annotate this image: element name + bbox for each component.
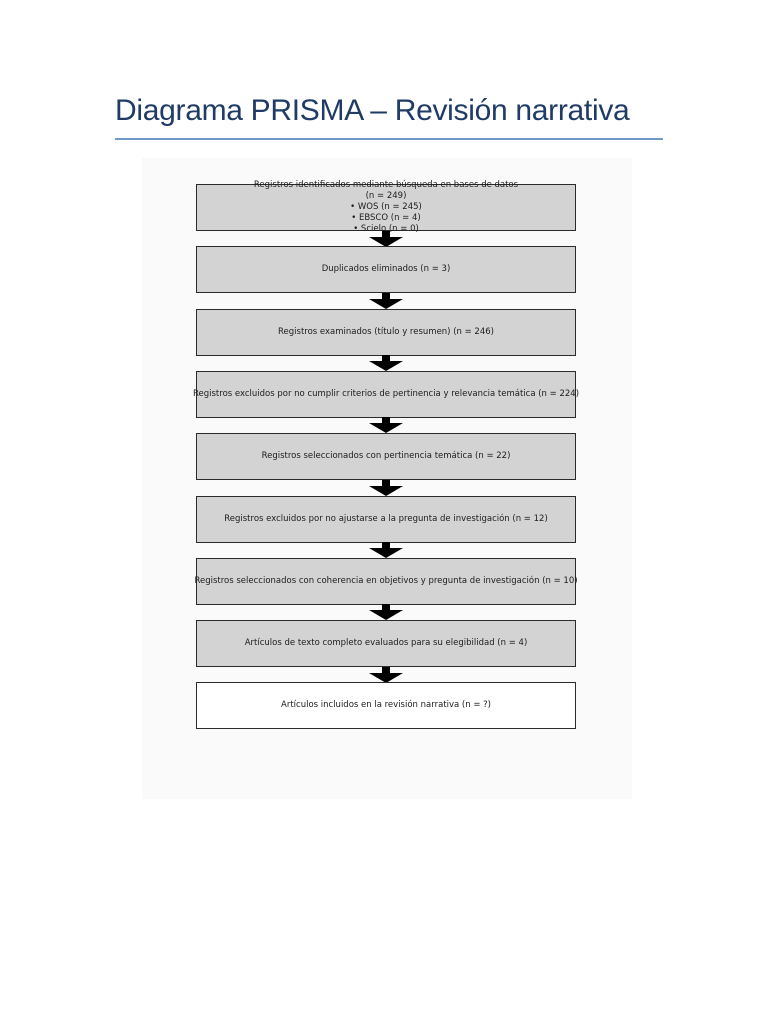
flow-box-text: Registros excluidos por no cumplir crite…: [192, 388, 580, 399]
flow-box-fulltext-assessed: Artículos de texto completo evaluados pa…: [196, 620, 576, 668]
down-arrow-icon: [368, 542, 404, 558]
flow-box-text: (n = 249): [365, 191, 407, 201]
flow-box-records-selected-relevance: Registros seleccionados con pertinencia …: [196, 433, 576, 481]
down-arrow-icon: [368, 666, 404, 683]
down-arrow-icon: [368, 417, 404, 434]
flow-box-articles-included: Artículos incluidos en la revisión narra…: [196, 682, 576, 730]
flow-box-text: Registros seleccionados con pertinencia …: [261, 451, 511, 462]
prisma-flow-diagram: Registros identificados mediante búsqued…: [142, 158, 632, 799]
down-arrow-icon: [368, 604, 404, 621]
down-arrow-icon: [368, 355, 404, 372]
flow-box-records-selected-coherence: Registros seleccionados con coherencia e…: [194, 557, 578, 605]
flow-box-text: Registros examinados (título y resumen) …: [278, 326, 494, 337]
title-underline: [115, 138, 663, 140]
flow-box-records-identified: Registros identificados mediante búsqued…: [196, 180, 576, 234]
down-arrow-icon: [368, 292, 404, 309]
flow-box-records-screened: Registros examinados (título y resumen) …: [196, 308, 576, 356]
flow-box-text: Registros excluidos por no ajustarse a l…: [224, 513, 548, 524]
flow-box-text: Registros seleccionados con coherencia e…: [194, 575, 578, 586]
down-arrow-icon: [368, 479, 404, 496]
flow-box-text: • Scielo (n = 0): [353, 224, 419, 234]
flow-box-records-excluded-relevance: Registros excluidos por no cumplir crite…: [192, 370, 580, 418]
page-title: Diagrama PRISMA – Revisión narrativa: [115, 94, 630, 127]
flow-box-text: • WOS (n = 245): [350, 202, 422, 212]
down-arrow-icon: [368, 230, 404, 247]
flow-box-text: Duplicados eliminados (n = 3): [321, 264, 451, 275]
flow-box-text: • EBSCO (n = 4): [351, 213, 421, 223]
flow-box-text: Registros identificados mediante búsqued…: [253, 180, 519, 190]
flow-box-text: Artículos incluidos en la revisión narra…: [281, 700, 491, 711]
flow-box-records-excluded-question: Registros excluidos por no ajustarse a l…: [196, 495, 576, 543]
flow-box-duplicates-removed: Duplicados eliminados (n = 3): [196, 246, 576, 294]
flow-box-text: Artículos de texto completo evaluados pa…: [244, 638, 528, 649]
